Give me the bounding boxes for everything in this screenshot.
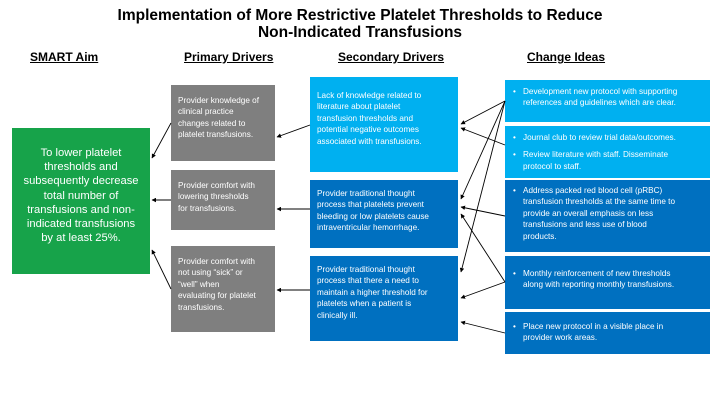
arrow-change4-to-secondary2 bbox=[460, 213, 506, 283]
title-line-2: Non-Indicated Transfusions bbox=[257, 24, 463, 41]
primary-driver-line: for transfusions. bbox=[178, 203, 237, 213]
change-idea-bullet: Review literature with staff. Disseminat… bbox=[511, 149, 706, 172]
aim-line: subsequently decrease bbox=[23, 175, 139, 188]
change-idea-line: provider work areas. bbox=[523, 333, 598, 343]
primary-driver-line: “well” when bbox=[178, 279, 220, 289]
secondary-driver-2: Provider traditional thought process tha… bbox=[310, 180, 458, 248]
arrow-change1-to-secondary3 bbox=[459, 100, 506, 273]
header-change-ideas: Change Ideas bbox=[527, 50, 606, 64]
change-idea-bullet: Journal club to review trial data/outcom… bbox=[511, 132, 706, 144]
change-idea-1: Development new protocol with supporting… bbox=[505, 80, 710, 122]
arrow-primary3-to-aim bbox=[151, 249, 172, 290]
secondary-driver-1: Lack of knowledge related to literature … bbox=[310, 77, 458, 172]
primary-driver-line: Provider knowledge of bbox=[178, 96, 260, 105]
arrow-secondary1-to-primary1 bbox=[276, 124, 311, 138]
secondary-driver-line: process that there a need to bbox=[317, 276, 419, 286]
arrow-change3-to-secondary2 bbox=[460, 205, 506, 217]
secondary-driver-line: associated with transfusions. bbox=[317, 136, 422, 146]
change-idea-line: references and guidelines which are clea… bbox=[523, 98, 676, 108]
change-idea-bullet: Address packed red blood cell (pRBC) tra… bbox=[511, 185, 706, 242]
primary-driver-line: Provider comfort with bbox=[178, 181, 255, 190]
aim-line: thresholds and bbox=[44, 161, 118, 174]
primary-driver-line: platelet transfusions. bbox=[178, 130, 254, 140]
change-idea-line: Place new protocol in a visible place in bbox=[523, 322, 664, 331]
arrow-change5-to-secondary3 bbox=[460, 320, 506, 334]
secondary-driver-line: bleeding or low platelets cause bbox=[317, 211, 429, 221]
change-idea-line: transfusion thresholds at the same time … bbox=[523, 197, 676, 207]
title-line-1: Implementation of More Restrictive Plate… bbox=[117, 7, 603, 24]
header-secondary-drivers: Secondary Drivers bbox=[338, 50, 445, 64]
smart-aim-box: To lower platelet thresholds and subsequ… bbox=[12, 128, 150, 274]
primary-driver-1: Provider knowledge of clinical practice … bbox=[171, 85, 275, 161]
secondary-driver-line: transfusion thresholds and bbox=[317, 113, 414, 123]
diagram-title: Implementation of More Restrictive Plate… bbox=[60, 7, 660, 41]
arrow-change4-to-secondary3 bbox=[460, 281, 506, 299]
arrow-change1-to-secondary2 bbox=[460, 100, 506, 200]
primary-driver-line: clinical practice bbox=[178, 107, 234, 117]
arrow-primary1-to-aim bbox=[151, 122, 172, 159]
aim-line: indicated transfusions bbox=[26, 218, 136, 231]
change-idea-bullet: Development new protocol with supporting… bbox=[511, 86, 706, 109]
primary-driver-line: lowering thresholds bbox=[178, 192, 249, 202]
primary-driver-line: not using “sick” or bbox=[178, 268, 243, 278]
primary-driver-3: Provider comfort with not using “sick” o… bbox=[171, 246, 275, 332]
header-smart-aim: SMART Aim bbox=[30, 50, 99, 64]
header-primary-drivers: Primary Drivers bbox=[184, 50, 274, 64]
secondary-driver-line: literature about platelet bbox=[317, 102, 401, 112]
change-idea-line: along with reporting monthly transfusion… bbox=[523, 280, 675, 290]
secondary-driver-line: process that platelets prevent bbox=[317, 200, 424, 210]
secondary-driver-line: Provider traditional thought bbox=[317, 189, 415, 198]
change-idea-line: Journal club to review trial data/outcom… bbox=[523, 133, 676, 142]
aim-line: by at least 25%. bbox=[41, 232, 121, 245]
change-idea-4: Monthly reinforcement of new thresholds … bbox=[505, 256, 710, 309]
change-idea-line: products. bbox=[523, 231, 557, 241]
secondary-driver-line: clinically ill. bbox=[317, 310, 358, 320]
aim-line: transfusions and non- bbox=[27, 203, 135, 216]
arrow-change2-to-secondary1 bbox=[460, 127, 506, 146]
primary-driver-2: Provider comfort with lowering threshold… bbox=[171, 170, 275, 230]
change-idea-line: Address packed red blood cell (pRBC) bbox=[523, 186, 663, 195]
change-idea-3: Address packed red blood cell (pRBC) tra… bbox=[505, 180, 710, 252]
secondary-driver-line: potential negative outcomes bbox=[317, 125, 419, 135]
change-idea-line: Development new protocol with supporting bbox=[523, 87, 678, 96]
primary-driver-line: evaluating for platelet bbox=[178, 291, 256, 301]
change-idea-5: Place new protocol in a visible place in… bbox=[505, 312, 710, 354]
aim-line: total number of bbox=[43, 189, 119, 202]
change-idea-line: transfusions and less use of blood bbox=[523, 220, 647, 230]
change-idea-bullet: Place new protocol in a visible place in… bbox=[511, 321, 706, 344]
secondary-driver-3: Provider traditional thought process tha… bbox=[310, 256, 458, 341]
arrow-change1-to-secondary1 bbox=[460, 100, 506, 125]
primary-driver-line: transfusions. bbox=[178, 302, 225, 312]
primary-driver-line: Provider comfort with bbox=[178, 257, 255, 266]
secondary-driver-line: Provider traditional thought bbox=[317, 265, 415, 274]
secondary-driver-line: maintain a higher threshold for bbox=[317, 287, 428, 297]
change-idea-line: Monthly reinforcement of new thresholds bbox=[523, 269, 671, 278]
primary-driver-line: changes related to bbox=[178, 118, 246, 128]
secondary-driver-line: platelets when a patient is bbox=[317, 299, 412, 309]
change-idea-line: provide an overall emphasis on less bbox=[523, 208, 654, 218]
secondary-driver-line: intraventricular hemorrhage. bbox=[317, 223, 420, 233]
aim-line: To lower platelet bbox=[40, 147, 122, 159]
secondary-driver-line: Lack of knowledge related to bbox=[317, 91, 422, 100]
change-idea-2: Journal club to review trial data/outcom… bbox=[505, 126, 710, 178]
change-idea-line: protocol to staff. bbox=[523, 161, 582, 171]
change-idea-line: Review literature with staff. Disseminat… bbox=[523, 150, 669, 160]
change-idea-bullet: Monthly reinforcement of new thresholds … bbox=[511, 268, 706, 291]
